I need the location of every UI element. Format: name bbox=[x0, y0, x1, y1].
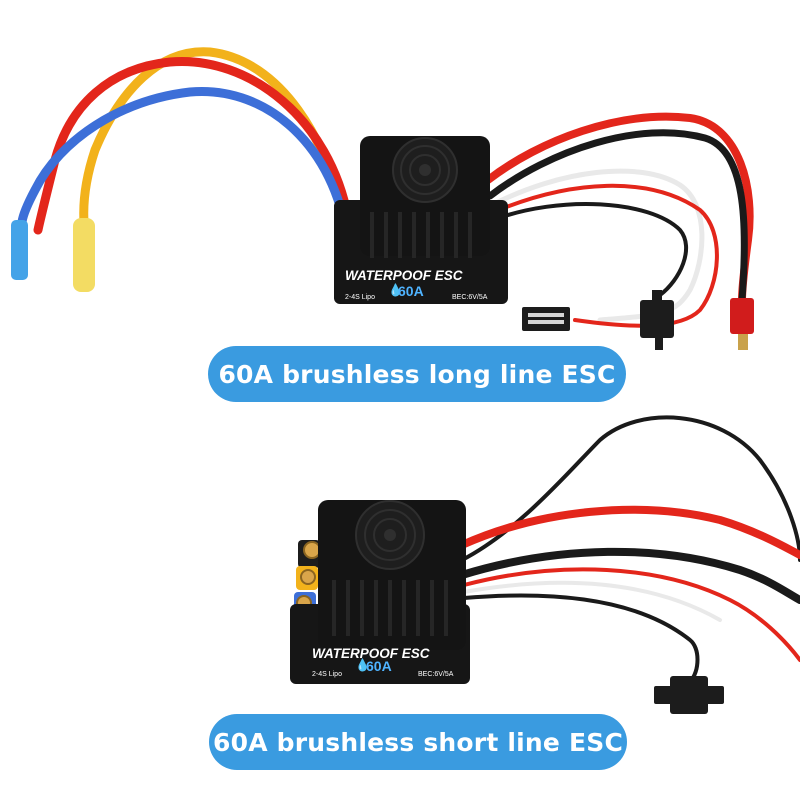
esc-body-short: WATERPOOF ESC 💧 60A 2-4S Lipo BEC:6V/5A bbox=[290, 500, 470, 684]
esc-rating-short: 60A bbox=[366, 658, 392, 674]
wire-black-loop-short bbox=[460, 415, 800, 562]
power-switch-long bbox=[640, 300, 674, 338]
esc-battery-long: 2-4S Lipo bbox=[345, 294, 375, 301]
esc-battery-short: 2-4S Lipo bbox=[312, 671, 342, 678]
wire-blue-long bbox=[17, 87, 352, 243]
t-plug-long bbox=[730, 298, 754, 334]
wire-red-signal-short bbox=[462, 567, 800, 662]
caption-short-line-text: 60A brushless short line ESC bbox=[213, 727, 623, 757]
wire-red-long bbox=[33, 57, 353, 235]
connector-yellow-long bbox=[73, 218, 95, 292]
esc-brand-label-short: WATERPOOF ESC bbox=[312, 646, 430, 661]
servo-plug-long bbox=[522, 307, 570, 331]
water-drop-icon: 💧 bbox=[388, 283, 403, 297]
wire-red-battery-short bbox=[458, 505, 800, 559]
esc-brand-label-long: WATERPOOF ESC bbox=[345, 268, 463, 283]
caption-short-line: 60A brushless short line ESC bbox=[209, 714, 627, 770]
esc-body-long: WATERPOOF ESC 💧 60A 2-4S Lipo BEC:6V/5A bbox=[334, 136, 508, 304]
motor-wires-long bbox=[17, 47, 353, 243]
wire-black-battery-short bbox=[458, 547, 800, 604]
caption-long-line: 60A brushless long line ESC bbox=[208, 346, 626, 402]
esc-long-line: WATERPOOF ESC 💧 60A 2-4S Lipo BEC:6V/5A bbox=[11, 47, 754, 350]
esc-rating-long: 60A bbox=[398, 283, 424, 299]
wire-black-battery-long bbox=[486, 129, 748, 304]
esc-bec-long: BEC:6V/5A bbox=[452, 294, 488, 301]
caption-long-line-text: 60A brushless long line ESC bbox=[218, 359, 616, 389]
power-wires-short bbox=[458, 415, 800, 684]
wire-white-signal-short bbox=[462, 580, 722, 622]
water-drop-icon-short: 💧 bbox=[355, 658, 370, 672]
connector-blue-long bbox=[11, 220, 28, 280]
power-wires-long bbox=[484, 112, 754, 328]
wire-black-switch-short bbox=[462, 593, 700, 684]
esc-bec-short: BEC:6V/5A bbox=[418, 671, 454, 678]
esc-short-line: WATERPOOF ESC 💧 60A 2-4S Lipo BEC:6V/5A bbox=[290, 415, 800, 714]
wire-black-switch-long bbox=[491, 202, 689, 297]
